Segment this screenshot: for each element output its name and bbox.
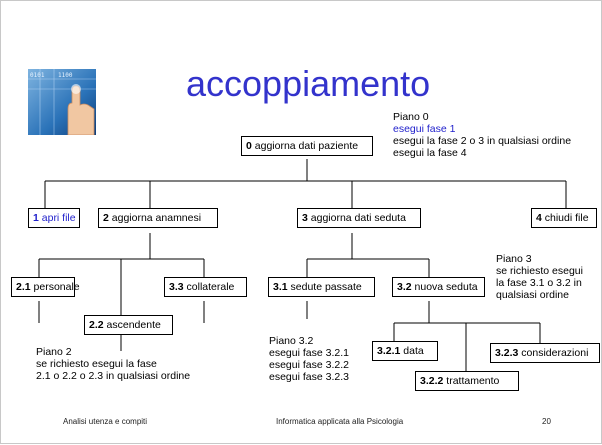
plan-0-line: esegui la fase 4 (393, 147, 467, 159)
plan-2-line: se richiesto esegui la fase (36, 358, 157, 370)
plan-3-2-line: esegui fase 3.2.3 (269, 371, 349, 383)
node-3-2-3-label: considerazioni (518, 347, 589, 359)
node-3-1: 3.1 sedute passate (268, 277, 375, 297)
node-2-1: 2.1 personale (11, 277, 80, 297)
plan-3-2-line: esegui fase 3.2.2 (269, 359, 349, 371)
footer-center: Informatica applicata alla Psicologia (276, 417, 404, 426)
node-3-2-1-label: data (400, 345, 424, 357)
plan-0-line: esegui fase 1 (393, 123, 456, 135)
plan-0-note: Piano 0 esegui fase 1 esegui la fase 2 o… (393, 111, 571, 159)
hand-touching-screen-icon: 0101 1100 (28, 69, 96, 135)
node-4-label: chiudi file (541, 212, 589, 224)
node-0: 0 aggiorna dati paziente (241, 136, 373, 156)
plan-3-line: se richiesto esegui (496, 265, 583, 277)
plan-3-line: qualsiasi ordine (496, 289, 569, 301)
node-0-number: 0 (246, 140, 252, 152)
plan-3-line: Piano 3 (496, 253, 532, 265)
plan-3-line: la fase 3.1 o 3.2 in (496, 277, 582, 289)
node-3-2-number: 3.2 (397, 281, 412, 293)
node-3: 3 aggiorna dati seduta (297, 208, 421, 228)
node-3-number: 3 (302, 212, 308, 224)
plan-0-line: esegui la fase 2 o 3 in qualsiasi ordine (393, 135, 572, 147)
node-4: 4 chiudi file (531, 208, 597, 228)
page-number: 20 (542, 417, 551, 426)
plan-3-2-note: Piano 3.2 esegui fase 3.2.1 esegui fase … (269, 335, 349, 383)
node-2-2-label: ascendente (103, 319, 161, 331)
node-3-2-1: 3.2.1 data (372, 341, 438, 361)
node-2-1-number: 2.1 (16, 281, 31, 293)
node-3-2-2: 3.2.2 trattamento (415, 371, 519, 391)
node-3-3-number: 3.3 (169, 281, 184, 293)
plan-3-2-line: esegui fase 3.2.1 (269, 347, 349, 359)
node-3-label: aggiorna dati seduta (307, 212, 406, 224)
node-2: 2 aggiorna anamnesi (98, 208, 218, 228)
footer-left: Analisi utenza e compiti (63, 417, 148, 426)
node-3-1-label: sedute passate (287, 281, 362, 293)
svg-text:1100: 1100 (58, 72, 73, 79)
plan-2-line: 2.1 o 2.2 o 2.3 in qualsiasi ordine (36, 370, 191, 382)
node-1-number: 1 (33, 212, 39, 224)
node-3-3: 3.3 collaterale (164, 277, 247, 297)
node-2-label: aggiorna anamnesi (108, 212, 202, 224)
node-1-label: apri file (38, 212, 76, 224)
node-1: 1 apri file (28, 208, 80, 228)
plan-3-note: Piano 3 se richiesto esegui la fase 3.1 … (496, 253, 583, 301)
node-2-2-number: 2.2 (89, 319, 104, 331)
slide-title: accoppiamento (186, 63, 431, 104)
node-0-label: aggiorna dati paziente (251, 140, 359, 152)
node-3-1-number: 3.1 (273, 281, 288, 293)
plan-3-2-line: Piano 3.2 (269, 335, 314, 347)
node-3-2-label: nuova seduta (411, 281, 478, 293)
node-2-2: 2.2 ascendente (84, 315, 173, 335)
node-3-2-2-label: trattamento (443, 375, 500, 387)
node-3-2-3-number: 3.2.3 (495, 347, 519, 359)
plan-2-line: Piano 2 (36, 346, 72, 358)
node-3-2-2-number: 3.2.2 (420, 375, 444, 387)
node-3-3-label: collaterale (183, 281, 235, 293)
node-2-1-label: personale (30, 281, 80, 293)
node-2-number: 2 (103, 212, 109, 224)
node-3-2-3: 3.2.3 considerazioni (490, 343, 600, 363)
node-4-number: 4 (536, 212, 542, 224)
node-3-2-1-number: 3.2.1 (377, 345, 401, 357)
plan-0-line: Piano 0 (393, 111, 429, 123)
svg-text:0101: 0101 (30, 72, 45, 79)
node-3-2: 3.2 nuova seduta (392, 277, 485, 297)
plan-2-note: Piano 2 se richiesto esegui la fase 2.1 … (36, 346, 190, 382)
